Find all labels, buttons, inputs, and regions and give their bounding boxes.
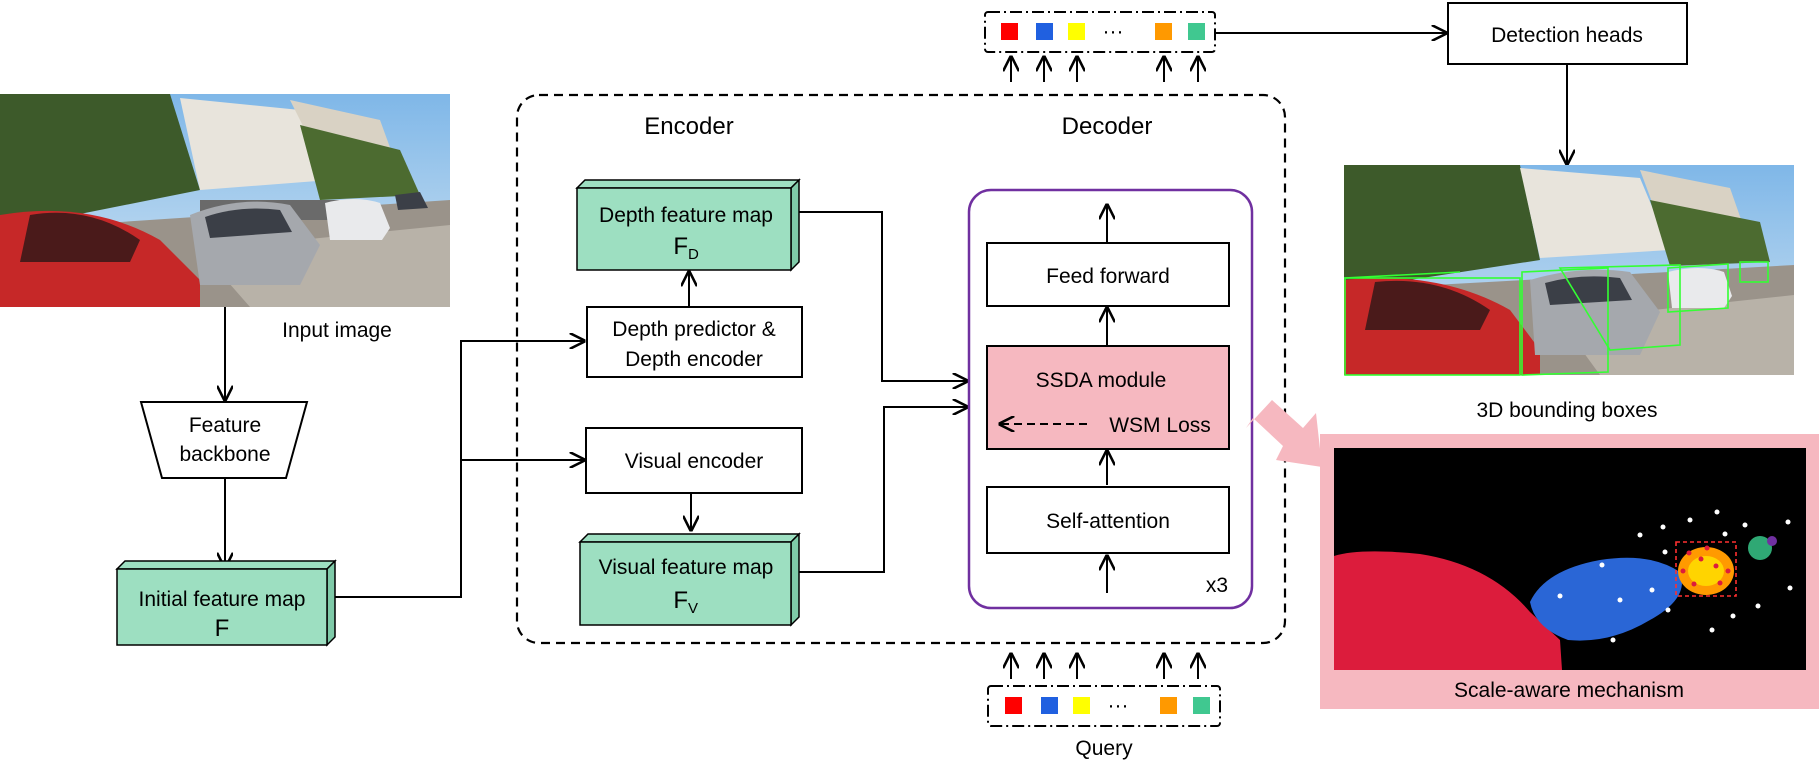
- token-orange: [1155, 23, 1172, 40]
- scale-aware-label: Scale-aware mechanism: [1454, 679, 1684, 702]
- initial-map-symbol: F: [215, 615, 230, 642]
- detection-heads-label: Detection heads: [1491, 24, 1643, 47]
- depth-map-subscript: D: [688, 246, 699, 263]
- token-teal: [1188, 23, 1205, 40]
- big-pink-arrow: [1246, 400, 1322, 467]
- encoder-title: Encoder: [644, 113, 733, 140]
- wsm-loss-label: WSM Loss: [1109, 414, 1211, 437]
- input-image-label: Input image: [282, 319, 392, 342]
- depth-map-label: Depth feature map: [599, 204, 773, 227]
- query-token-blue: [1041, 697, 1058, 714]
- encoder-decoder-container: [515, 93, 1287, 645]
- visual-map-subscript: V: [688, 600, 698, 617]
- scale-aware-heatmap: [1334, 448, 1806, 670]
- feature-backbone: [139, 401, 309, 479]
- token-up-arrows-top: [1011, 57, 1198, 82]
- query-token-red: [1005, 697, 1022, 714]
- backbone-line2: backbone: [179, 443, 270, 466]
- query-label: Query: [1075, 737, 1133, 760]
- depth-predictor-line2: Depth encoder: [625, 348, 763, 371]
- feed-forward-label: Feed forward: [1046, 265, 1170, 288]
- query-token-yellow: [1073, 697, 1090, 714]
- visual-feature-map: [578, 532, 801, 627]
- token-blue: [1036, 23, 1053, 40]
- depth-map-symbol: F: [673, 233, 688, 260]
- token-red: [1001, 23, 1018, 40]
- visual-encoder-box: [585, 427, 803, 494]
- token-yellow: [1068, 23, 1085, 40]
- repeat-label: x3: [1206, 574, 1228, 597]
- query-token-ellipsis: ···: [1108, 694, 1129, 717]
- output-token-strip: [984, 11, 1216, 53]
- depth-feature-map: [575, 178, 801, 272]
- visual-map-label: Visual feature map: [599, 556, 774, 579]
- token-up-arrows-bottom: [1011, 654, 1198, 679]
- self-attention-box: [986, 486, 1230, 554]
- detection-result-photo: [1343, 165, 1794, 376]
- ssda-title: SSDA module: [1036, 369, 1167, 392]
- query-token-strip: [987, 685, 1221, 727]
- initial-map-label: Initial feature map: [139, 588, 306, 611]
- visual-map-symbol: F: [673, 587, 688, 614]
- ssda-module-box: [986, 345, 1230, 450]
- road-scene-photo: [0, 94, 450, 307]
- decoder-title: Decoder: [1062, 113, 1153, 140]
- self-attention-label: Self-attention: [1046, 510, 1170, 533]
- query-token-teal: [1193, 697, 1210, 714]
- decoder-block: [967, 188, 1254, 610]
- token-ellipsis: ···: [1103, 20, 1124, 43]
- visual-encoder-label: Visual encoder: [625, 450, 764, 473]
- initial-feature-map: [115, 559, 337, 647]
- detection-heads-box: [1447, 2, 1688, 65]
- backbone-line1: Feature: [189, 414, 261, 437]
- bounding-boxes-label: 3D bounding boxes: [1477, 399, 1658, 422]
- depth-predictor-box: [586, 306, 803, 378]
- query-token-orange: [1160, 697, 1177, 714]
- feed-forward-box: [986, 242, 1230, 307]
- depth-predictor-line1: Depth predictor &: [612, 318, 775, 341]
